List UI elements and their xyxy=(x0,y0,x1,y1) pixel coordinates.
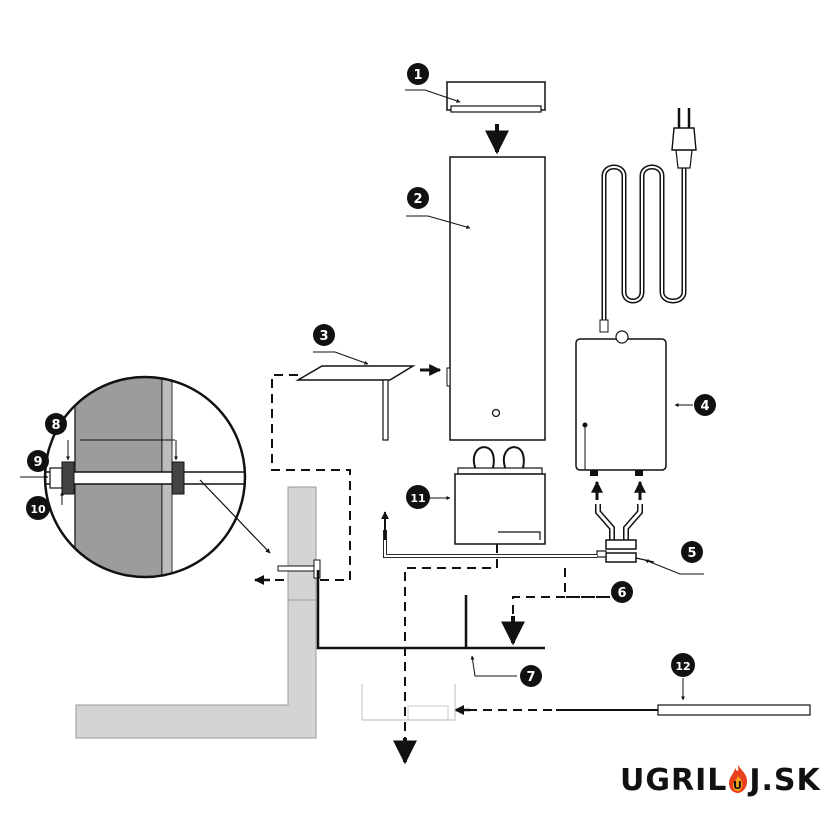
leader-lines xyxy=(313,89,704,701)
svg-text:1: 1 xyxy=(413,68,422,83)
y-splitter xyxy=(595,504,655,563)
brand-text-part2: J.SK xyxy=(749,763,821,798)
callout-2: 2 xyxy=(407,187,429,209)
callout-1: 1 xyxy=(407,63,429,85)
callout-8: 8 xyxy=(45,413,67,435)
detail-pointer xyxy=(199,479,271,554)
flow-paths xyxy=(262,374,610,740)
svg-text:10: 10 xyxy=(30,503,46,516)
drip-tray xyxy=(295,364,442,441)
lid xyxy=(446,81,546,113)
svg-text:U: U xyxy=(733,779,743,792)
svg-text:7: 7 xyxy=(526,670,535,685)
svg-text:8: 8 xyxy=(51,418,60,433)
svg-text:12: 12 xyxy=(675,660,690,673)
callout-5: 5 xyxy=(681,541,703,563)
svg-text:4: 4 xyxy=(700,399,709,414)
ash-container xyxy=(454,446,546,545)
callout-6: 6 xyxy=(611,581,633,603)
callout-4: 4 xyxy=(694,394,716,416)
svg-text:3: 3 xyxy=(319,329,328,344)
smoke-chamber xyxy=(446,156,546,441)
callout-9: 9 xyxy=(27,450,49,472)
callout-3: 3 xyxy=(313,324,335,346)
detail-circle xyxy=(20,375,247,579)
svg-text:5: 5 xyxy=(687,546,696,561)
svg-text:2: 2 xyxy=(413,192,422,207)
svg-text:9: 9 xyxy=(33,455,42,470)
brand-logo: UGRIL U J.SK xyxy=(620,760,821,804)
svg-text:6: 6 xyxy=(617,586,626,601)
callout-12: 12 xyxy=(671,653,695,677)
brand-text-part1: UGRIL xyxy=(620,763,728,798)
svg-text:11: 11 xyxy=(410,492,425,505)
callout-10: 10 xyxy=(26,496,50,520)
heater-unit xyxy=(575,108,697,476)
flame-icon: U xyxy=(727,764,749,794)
wall-structure xyxy=(75,486,545,739)
callout-11: 11 xyxy=(406,485,430,509)
callout-7: 7 xyxy=(520,665,542,687)
tool-rod xyxy=(556,704,811,716)
